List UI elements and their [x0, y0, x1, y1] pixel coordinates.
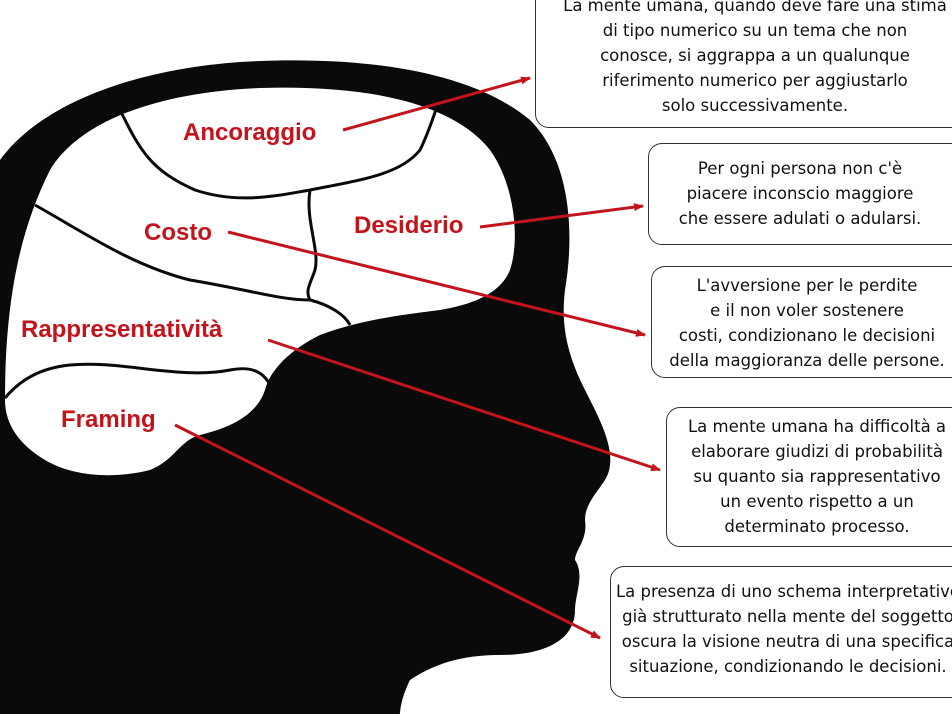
arrow-rappresentativita: [267, 338, 661, 472]
box-ancoraggio-line: di tipo numerico su un tema che non: [602, 21, 908, 40]
box-ancoraggio-line: riferimento numerico per aggiustarlo: [602, 71, 908, 90]
box-rappresentativita-line: elaborare giudizi di probabilità: [691, 442, 943, 461]
box-costo: L'avversione per le perdite e il non vol…: [651, 266, 952, 378]
box-framing-line: oscura la visione neutra di una specific…: [621, 632, 952, 651]
box-desiderio: Per ogni persona non c'è piacere inconsc…: [648, 143, 952, 245]
label-ancoraggio: Ancoraggio: [183, 119, 317, 146]
label-rappresentativita: Rappresentatività: [21, 316, 223, 343]
box-costo-line: della maggioranza delle persone.: [669, 351, 945, 370]
box-ancoraggio-line: conosce, si aggrappa a un qualunque: [600, 46, 910, 65]
arrow-costo: [227, 230, 646, 337]
brain-area: [5, 87, 515, 476]
box-desiderio-line: piacere inconscio maggiore: [686, 184, 914, 203]
arrows: [174, 76, 661, 640]
box-framing-line: già strutturato nella mente del soggetto: [622, 607, 952, 626]
arrow-desiderio: [479, 203, 644, 229]
box-ancoraggio-line: solo successivamente.: [661, 96, 849, 115]
box-desiderio-line: Per ogni persona non c'è: [697, 159, 903, 178]
box-framing-line: La presenza di uno schema interpretativo: [615, 582, 952, 601]
box-rappresentativita-line: un evento rispetto a un: [720, 492, 914, 511]
label-desiderio: Desiderio: [354, 212, 464, 239]
box-rappresentativita-line: su quanto sia rappresentativo: [693, 467, 941, 486]
arrow-framing: [174, 423, 601, 640]
box-costo-line: costi, condizionano le decisioni: [678, 326, 936, 345]
box-rappresentativita-line: determinato processo.: [724, 517, 910, 536]
box-rappresentativita-line: La mente umana ha difficoltà a: [687, 417, 947, 436]
box-costo-line: L'avversione per le perdite: [696, 276, 918, 295]
box-ancoraggio: La mente umana, quando deve fare una sti…: [535, 0, 952, 128]
box-costo-line: e il non voler sostenere: [710, 301, 904, 320]
brain-divisions: [3, 99, 442, 399]
box-framing: La presenza di uno schema interpretativo…: [610, 566, 952, 698]
label-costo: Costo: [144, 219, 212, 246]
box-desiderio-line: che essere adulati o adularsi.: [678, 209, 922, 228]
label-framing: Framing: [61, 406, 156, 433]
box-ancoraggio-line: La mente umana, quando deve fare una sti…: [563, 0, 947, 15]
arrow-ancoraggio: [342, 76, 531, 132]
box-rappresentativita: La mente umana ha difficoltà a elaborare…: [666, 407, 952, 547]
box-framing-line: situazione, condizionando le decisioni.: [629, 657, 947, 676]
